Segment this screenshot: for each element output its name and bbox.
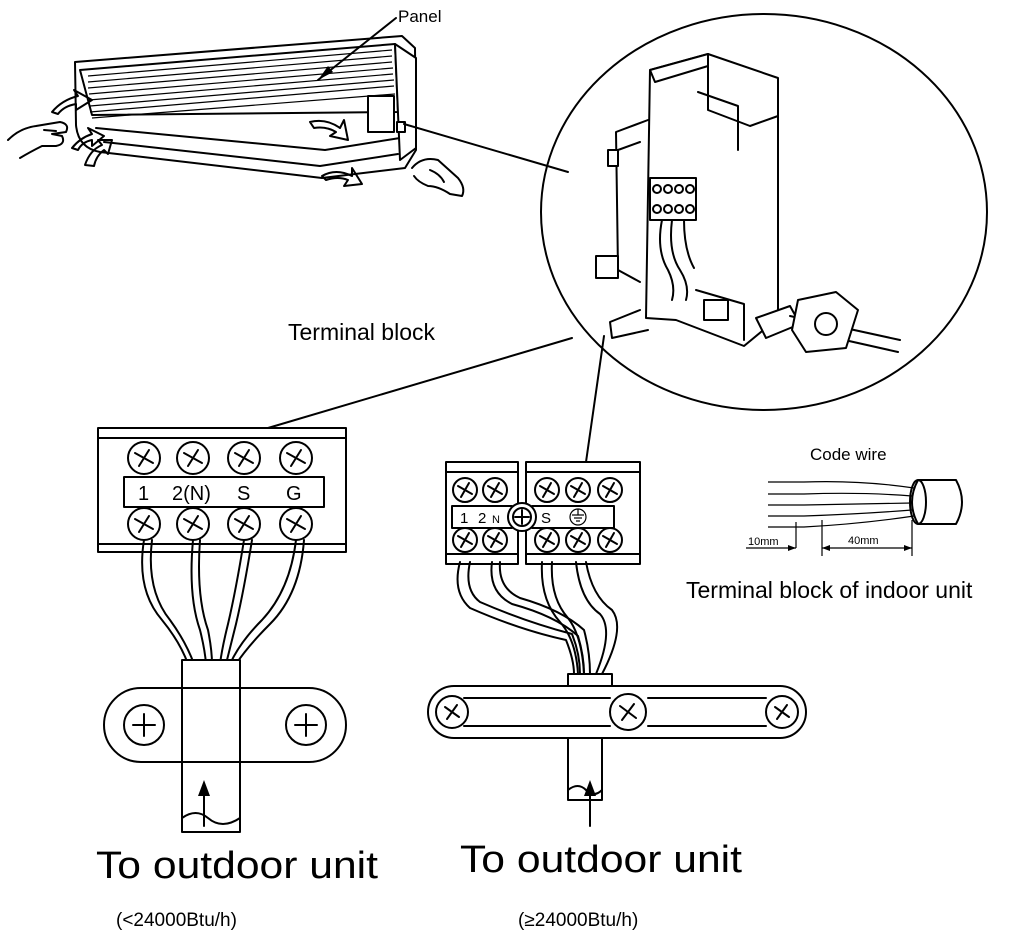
dim-40mm: 40mm — [848, 535, 879, 547]
large-mark-1: 1 — [460, 510, 468, 527]
panel-grille-lines — [87, 49, 396, 119]
caption-left-title: To outdoor unit — [96, 845, 378, 887]
large-top-screws — [452, 477, 623, 503]
earth-symbol — [569, 508, 587, 526]
terminal-block-4way: 1 2(N) S G — [97, 427, 347, 553]
terminal-block-indoor-label: Terminal block of indoor unit — [686, 577, 973, 603]
caption-left-subtitle: (<24000Btu/h) — [116, 910, 237, 931]
caption-right-subtitle: (≥24000Btu/h) — [518, 910, 638, 931]
dim-10mm: 10mm — [748, 536, 779, 548]
panel-label: Panel — [398, 7, 441, 26]
terminal-label-2n: 2(N) — [172, 483, 211, 505]
code-wire-label: Code wire — [810, 445, 887, 464]
terminal-label-1: 1 — [138, 483, 149, 505]
wires-large — [456, 561, 619, 675]
indoor-unit-illustration — [7, 35, 569, 197]
panel-callout: Panel — [317, 7, 441, 81]
top-screws-4way — [127, 441, 313, 475]
cable-clamp-4way — [103, 659, 347, 833]
terminal-block-label: Terminal block — [288, 319, 435, 345]
cable-clamp-large — [427, 673, 807, 801]
terminal-label-s: S — [237, 483, 250, 505]
internal-terminal-strip — [649, 177, 697, 221]
code-wire-detail: Code wire 10mm 40mm Terminal block of in… — [686, 445, 973, 603]
wires-4way — [141, 539, 305, 665]
large-mark-s: S — [541, 510, 551, 527]
magnified-view — [540, 13, 988, 411]
terminal-label-g: G — [286, 483, 302, 505]
caption-right-title: To outdoor unit — [460, 839, 742, 881]
terminal-block-large: 1 2 N S — [445, 461, 641, 565]
large-mark-2: 2 — [478, 510, 486, 527]
large-bottom-screws — [452, 527, 623, 553]
large-mark-n: N — [492, 514, 500, 526]
